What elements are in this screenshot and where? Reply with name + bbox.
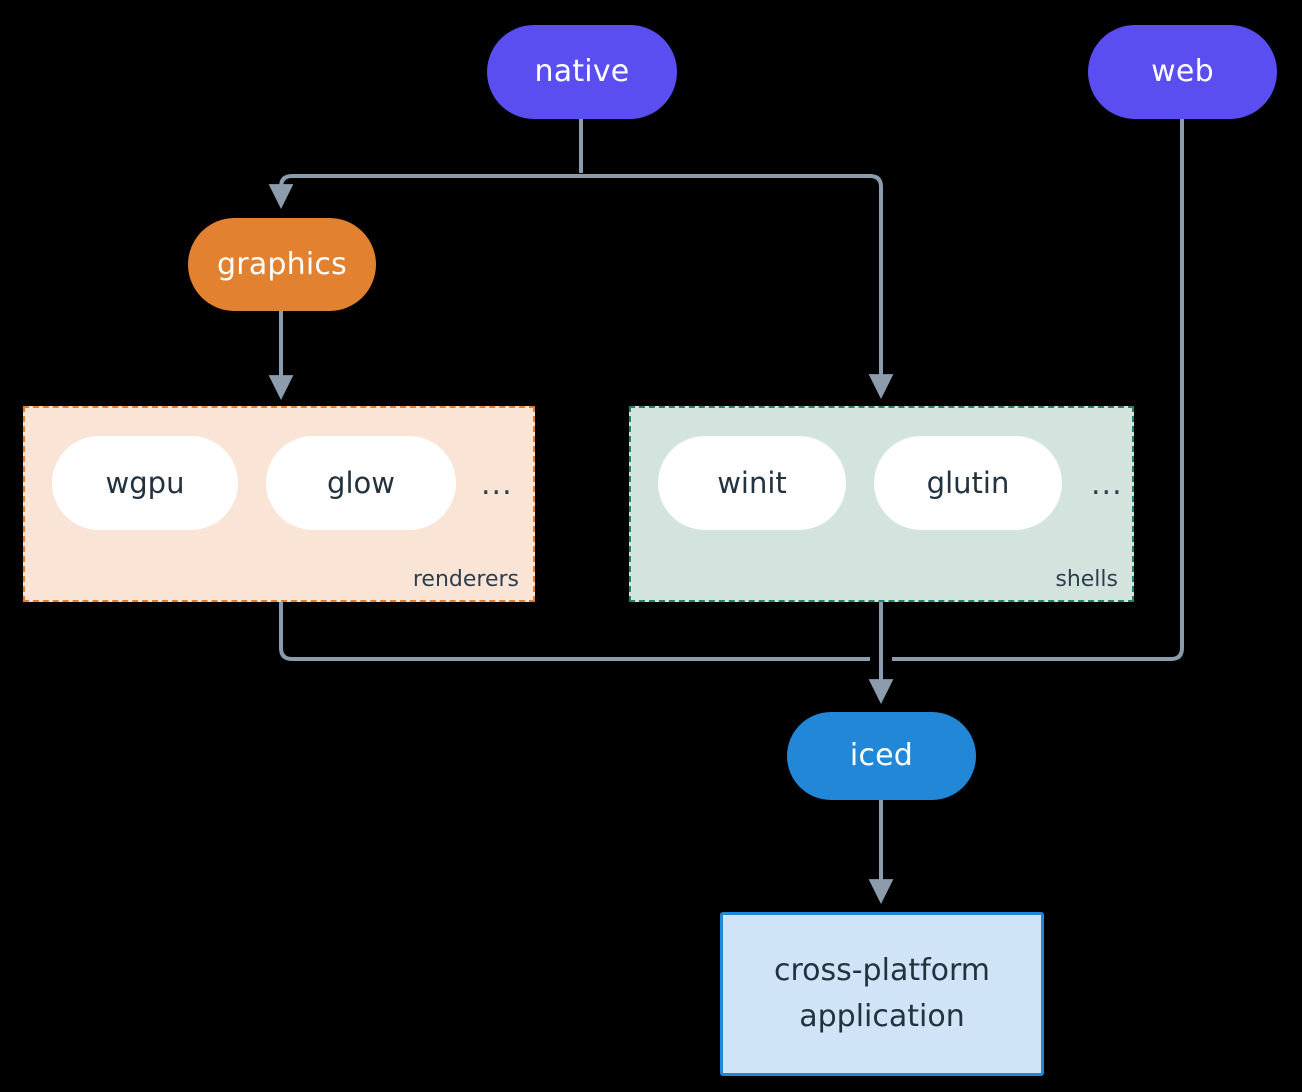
cluster-renderers-label: renderers — [412, 567, 519, 592]
node-graphics[interactable]: graphics — [188, 218, 376, 311]
node-web-label: web — [1151, 54, 1214, 90]
node-cross-platform-application[interactable]: cross-platform application — [720, 912, 1044, 1076]
node-wgpu[interactable]: wgpu — [52, 436, 238, 530]
node-graphics-label: graphics — [217, 246, 347, 282]
edge-native-to-shells — [581, 174, 894, 399]
node-web[interactable]: web — [1088, 25, 1277, 119]
node-glow-label: glow — [327, 466, 395, 500]
node-wgpu-label: wgpu — [105, 466, 185, 500]
application-label-line2: application — [799, 999, 965, 1034]
node-glutin-label: glutin — [926, 466, 1010, 500]
node-glutin[interactable]: glutin — [874, 436, 1062, 530]
node-winit[interactable]: winit — [658, 436, 846, 530]
shells-ellipsis: ... — [1091, 467, 1123, 502]
node-native-label: native — [534, 54, 630, 90]
cluster-renderers: wgpu glow ... renderers — [23, 406, 535, 602]
edge-renderers-to-iced — [279, 602, 870, 661]
edge-native-to-graphics — [268, 174, 581, 209]
renderers-ellipsis: ... — [481, 467, 513, 502]
cluster-shells-label: shells — [1055, 567, 1118, 592]
node-native[interactable]: native — [487, 25, 677, 119]
node-iced[interactable]: iced — [787, 712, 976, 800]
node-winit-label: winit — [717, 466, 787, 500]
node-iced-label: iced — [849, 738, 914, 774]
cluster-shells: winit glutin ... shells — [629, 406, 1134, 602]
application-label-line1: cross-platform — [773, 953, 991, 989]
node-glow[interactable]: glow — [266, 436, 456, 530]
